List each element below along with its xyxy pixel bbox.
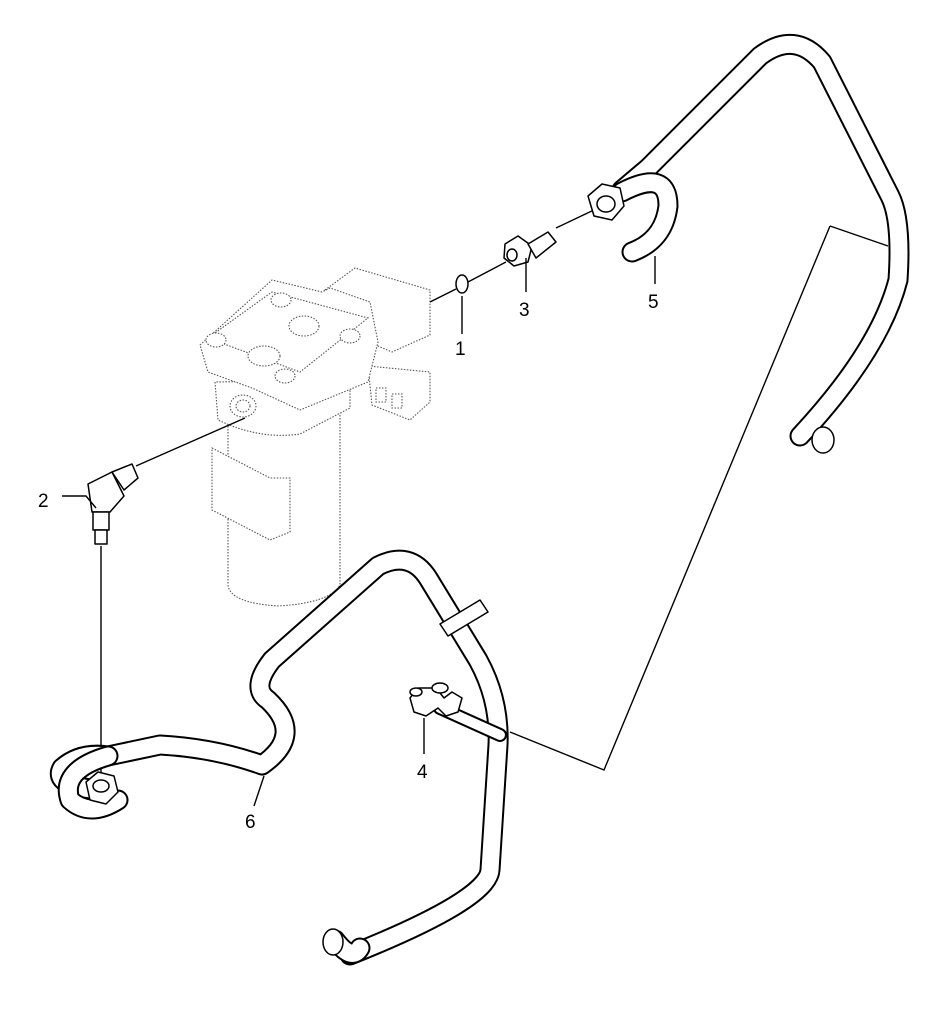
- clamp-screw-icon: [409, 687, 423, 697]
- head-bolts: [205, 292, 361, 384]
- head-port-a: [247, 345, 281, 367]
- bolt-icon: [339, 328, 361, 344]
- elbow-stub: [111, 463, 139, 491]
- callout-1: 1: [455, 339, 466, 360]
- leader-oring-to-adapter: [467, 261, 507, 283]
- tube-end-fitting: [322, 928, 344, 956]
- bolt-icon: [270, 292, 292, 308]
- tube-upper: [587, 33, 910, 454]
- callout-5: 5: [648, 292, 659, 313]
- callout-labels: 1 2 3 4 5 6: [38, 292, 659, 833]
- tube-sleeve: [439, 599, 489, 637]
- elbow-body: [87, 471, 125, 513]
- callout-leader-6: [253, 775, 265, 807]
- callout-leaders: [62, 256, 656, 807]
- clamp-loop: [431, 682, 449, 694]
- bracket-tab: [367, 365, 431, 421]
- bracket-slot-a: [375, 387, 387, 403]
- tube-lower: [49, 549, 509, 966]
- nut-bore: [596, 195, 616, 213]
- leader-bracket-to-oring: [429, 288, 457, 303]
- bolt-icon: [205, 332, 227, 348]
- callout-leader-2: [62, 495, 97, 509]
- adapter-fitting: [503, 231, 557, 267]
- tube-end-fitting: [811, 426, 835, 454]
- bolt-icon: [274, 368, 296, 384]
- callout-3: 3: [519, 300, 530, 321]
- leader-long-diagonal: [509, 225, 831, 771]
- filter-assembly: [199, 267, 431, 607]
- adapter-bore: [506, 248, 518, 262]
- leader-elbow-to-filter: [135, 417, 246, 467]
- adapter-thread: [527, 231, 557, 259]
- outlet-port-inner: [235, 399, 251, 413]
- bracket-slot-b: [391, 393, 403, 409]
- head-port-b: [288, 315, 320, 337]
- nut-bore: [92, 779, 110, 793]
- filter-label-band: [211, 447, 291, 541]
- leader-bracket-right: [829, 225, 889, 247]
- o-ring: [455, 274, 469, 294]
- clamp: [409, 682, 507, 742]
- callout-4: 4: [417, 762, 428, 783]
- elbow-fitting: [87, 463, 139, 545]
- callout-6: 6: [245, 812, 256, 833]
- elbow-tip: [94, 529, 108, 545]
- elbow-nipple: [92, 511, 110, 531]
- callout-2: 2: [38, 491, 49, 512]
- reference-lines: [100, 208, 889, 776]
- leader-adapter-to-nut: [555, 208, 597, 229]
